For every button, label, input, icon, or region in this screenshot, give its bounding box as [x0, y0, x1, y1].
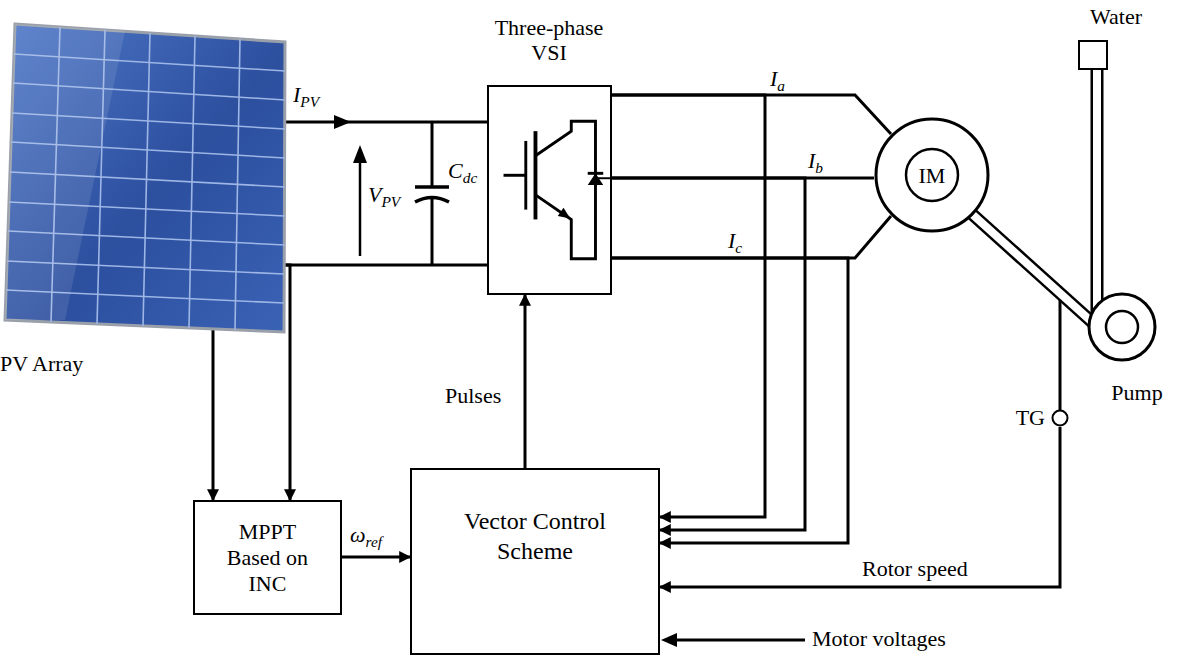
subscript: c — [735, 239, 742, 256]
pump-circle-shape — [1087, 292, 1157, 362]
tacho-coupling — [1059, 300, 1062, 410]
signal-line — [674, 639, 805, 642]
pv-array-shape — [5, 20, 285, 335]
current-sense — [612, 95, 765, 517]
subscript: ref — [366, 533, 383, 550]
wire-line — [189, 36, 195, 328]
phase-wire — [612, 216, 891, 258]
signal-name: Ib — [808, 148, 823, 173]
reference-signal — [342, 556, 410, 559]
connector-line — [285, 121, 487, 124]
circle-outline — [1053, 411, 1068, 426]
pump-circle: Pump — [1087, 292, 1157, 362]
subscript: dc — [463, 169, 478, 186]
motor-circle: IM — [874, 117, 990, 233]
dc-link-capacitor — [415, 122, 449, 265]
water-label: Water — [1076, 4, 1156, 29]
motor-shaft-outline — [962, 205, 1102, 331]
wire-line — [535, 121, 595, 258]
wire-line — [534, 131, 538, 219]
signal-name: Ia — [770, 66, 785, 91]
subscript: a — [777, 77, 785, 94]
tacho-generator: TG — [1051, 409, 1069, 427]
symbol-group — [504, 121, 610, 258]
wire-line — [235, 39, 240, 330]
pv-array: PV Array — [5, 20, 285, 335]
wire-line — [143, 33, 150, 326]
inverter-heading: Three-phase VSI — [484, 15, 614, 65]
process-label: Vector Control Scheme — [435, 506, 635, 566]
water-pipe-outline — [1091, 70, 1104, 314]
subscript: b — [815, 159, 823, 176]
inverter-box: Three-phase VSI — [487, 85, 612, 295]
wire-line — [524, 141, 527, 210]
subscript: PV — [300, 93, 319, 110]
motor-shaft-inside — [962, 205, 1102, 331]
water-tank: Water — [1078, 40, 1108, 70]
controller-box: Vector Control Scheme — [410, 468, 660, 655]
array-label: PV Array — [0, 351, 140, 376]
capacitor-lead — [431, 197, 434, 265]
tacho-label: TG — [1011, 405, 1045, 430]
connector-line — [285, 264, 487, 267]
current-arrow — [334, 115, 351, 129]
gate-pulses — [524, 295, 527, 468]
circle-outline — [906, 149, 958, 201]
signal-name: IPV — [293, 82, 319, 107]
signal-name: Ic — [728, 228, 742, 253]
symbol-shape — [5, 24, 125, 320]
mppt-box: MPPT Based on INC — [193, 500, 342, 615]
motor-shaft — [962, 205, 1102, 331]
signal-name: Motor voltages — [812, 626, 946, 651]
symbol-shape — [558, 208, 571, 219]
signal-name: Pulses — [445, 383, 501, 408]
signal-name: Rotor speed — [862, 556, 968, 581]
phase-wire — [612, 95, 891, 134]
voltage-arrow — [359, 160, 362, 256]
connector-line — [212, 330, 215, 500]
capacitor-plate — [415, 185, 449, 189]
water-pipe — [1097, 70, 1098, 314]
signal-name: VPV — [368, 182, 400, 207]
subscript: PV — [381, 193, 400, 210]
circle-outline — [876, 119, 988, 231]
speed-feedback — [660, 427, 1060, 587]
symbol-shape — [5, 24, 285, 332]
motor-label: IM — [919, 163, 946, 188]
voltage-arrow-head — [353, 145, 367, 163]
circle-outline — [1089, 294, 1155, 360]
component-name: Cdc — [448, 158, 477, 183]
tacho-generator-shape — [1051, 409, 1069, 427]
wire-line — [504, 174, 526, 177]
pump-label: Pump — [1102, 380, 1172, 405]
water-pipe-inside — [1093, 70, 1101, 314]
capacitor-lead — [431, 122, 434, 187]
process-label: MPPT Based on INC — [215, 519, 320, 597]
circle-outline — [1106, 311, 1138, 343]
inverter-box-shape — [489, 87, 610, 293]
symbol-shape — [588, 173, 603, 185]
signal-arrow-head — [661, 633, 677, 647]
connector-line — [285, 265, 290, 500]
signal-name: ωref — [350, 522, 382, 547]
